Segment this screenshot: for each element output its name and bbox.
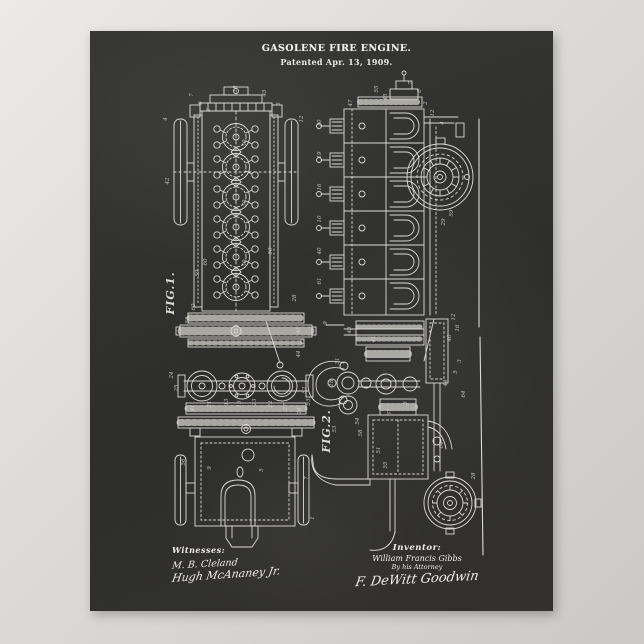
reference-number: 24 — [169, 371, 175, 379]
reference-number: 13 — [224, 398, 230, 405]
reference-number: 4 — [163, 117, 169, 122]
reference-number: 5 — [259, 468, 265, 472]
reference-number: 22 — [268, 400, 274, 408]
fig1-tank — [175, 437, 309, 547]
fig1-pumps — [178, 371, 313, 401]
reference-number: 21 — [207, 401, 213, 409]
reference-number: 40 — [447, 334, 453, 342]
reference-number: 43 — [300, 338, 306, 346]
reference-number: 3 — [457, 359, 463, 363]
reference-number: 6 — [417, 89, 423, 93]
fig1-drawing: FIG.1. — [163, 85, 316, 547]
fig1-engine-block — [174, 111, 298, 311]
reference-number: 28 — [471, 472, 477, 480]
reference-number: 60 — [191, 303, 197, 310]
reference-number: 19 — [317, 151, 323, 158]
reference-number: 10 — [317, 215, 323, 222]
fig2-transmission — [308, 319, 448, 414]
fig1-transmission — [176, 313, 316, 368]
reference-number: 61 — [317, 278, 323, 285]
reference-number: 41 — [371, 336, 377, 344]
reference-number: 1 — [310, 516, 316, 520]
fig2-rear-wheel — [424, 472, 481, 534]
reference-number: 18 — [233, 85, 239, 92]
reference-number: 55 — [374, 85, 380, 92]
reference-number: 55 — [383, 461, 389, 468]
reference-number: 58 — [358, 429, 364, 436]
reference-number: 64 — [461, 390, 467, 397]
reference-number: 59 — [449, 209, 455, 216]
fig1-lower-frame — [178, 403, 314, 436]
reference-number: 29 — [441, 218, 447, 226]
fig2-tank — [312, 383, 452, 550]
reference-number: 30 — [242, 199, 248, 206]
reference-number: 23 — [252, 398, 258, 406]
reference-number: 12 — [451, 313, 457, 320]
reference-number: 18 — [329, 379, 335, 386]
reference-number: 40 — [317, 247, 323, 255]
reference-number: 47 — [348, 99, 354, 107]
reference-number: 45 — [262, 89, 268, 97]
reference-number: 25 — [174, 384, 180, 392]
fig2-drawing: FIG.2. — [308, 71, 483, 555]
reference-number: 26 — [297, 407, 303, 415]
reference-number: 44 — [296, 350, 302, 358]
reference-number: 5 — [403, 401, 409, 405]
inventor-block: Inventor: William Francis Gibbs By his A… — [332, 543, 502, 587]
fig1-label: FIG.1. — [164, 271, 177, 315]
reference-number: 6 — [198, 101, 204, 105]
patent-drawing: FIG.1. — [90, 31, 553, 611]
reference-number: 31 — [335, 358, 341, 365]
reference-number: 51 — [376, 447, 382, 454]
inventor-heading: Inventor: — [332, 543, 502, 553]
reference-number: 9 — [323, 321, 329, 325]
reference-number: 41 — [296, 327, 302, 335]
reference-number: 7 — [304, 476, 310, 480]
reference-number: 12 — [430, 109, 436, 116]
fig2-reference-numbers: 4755457621241019161040615929945413118121… — [317, 81, 477, 481]
reference-number: 30 — [242, 139, 248, 146]
reference-number: 37 — [387, 408, 393, 415]
reference-number: 30 — [242, 259, 248, 266]
reference-number: 45 — [383, 93, 389, 101]
witnesses-block: Witnesses: M. B. Cleland Hugh McAnaney J… — [172, 545, 312, 580]
reference-number: 7 — [408, 81, 414, 85]
reference-number: 55 — [185, 316, 191, 323]
reference-number: 9 — [207, 466, 213, 470]
reference-number: 5 — [453, 370, 459, 374]
reference-number: 16 — [455, 324, 461, 331]
reference-number: 45 — [347, 326, 353, 334]
reference-number: 12 — [299, 115, 305, 122]
reference-number: 44 — [443, 379, 449, 387]
reference-number: 2 — [206, 108, 212, 113]
reference-number: 52 — [302, 386, 308, 393]
reference-number: 5 — [276, 102, 282, 106]
reference-number: 10 — [317, 119, 323, 126]
reference-number: 16 — [317, 183, 323, 190]
reference-number: 59 — [195, 269, 201, 276]
fig2-ground-line — [479, 119, 483, 555]
reference-number: 53 — [306, 398, 312, 405]
fig2-engine-block — [317, 109, 465, 325]
reference-number: 53 — [332, 425, 338, 432]
reference-number: 15 — [237, 400, 243, 407]
patent-poster: GASOLENE FIRE ENGINE. Patented Apr. 13, … — [90, 31, 553, 611]
reference-number: 27 — [283, 403, 289, 411]
reference-number: 2 — [423, 101, 429, 106]
reference-number: 60 — [203, 258, 209, 265]
reference-number: 50 — [268, 247, 274, 254]
reference-number: 41 — [190, 405, 196, 413]
reference-number: 42 — [165, 177, 171, 185]
reference-number: 54 — [355, 417, 361, 424]
reference-number: 7 — [189, 93, 195, 97]
fig2-top-assembly — [358, 71, 422, 107]
fig2-flywheel — [407, 138, 473, 210]
reference-number: 56 — [181, 458, 187, 465]
reference-number: 64 — [439, 441, 445, 448]
inventor-name: William Francis Gibbs — [332, 554, 502, 563]
reference-number: 4 — [440, 121, 446, 126]
reference-number: 28 — [292, 294, 298, 302]
